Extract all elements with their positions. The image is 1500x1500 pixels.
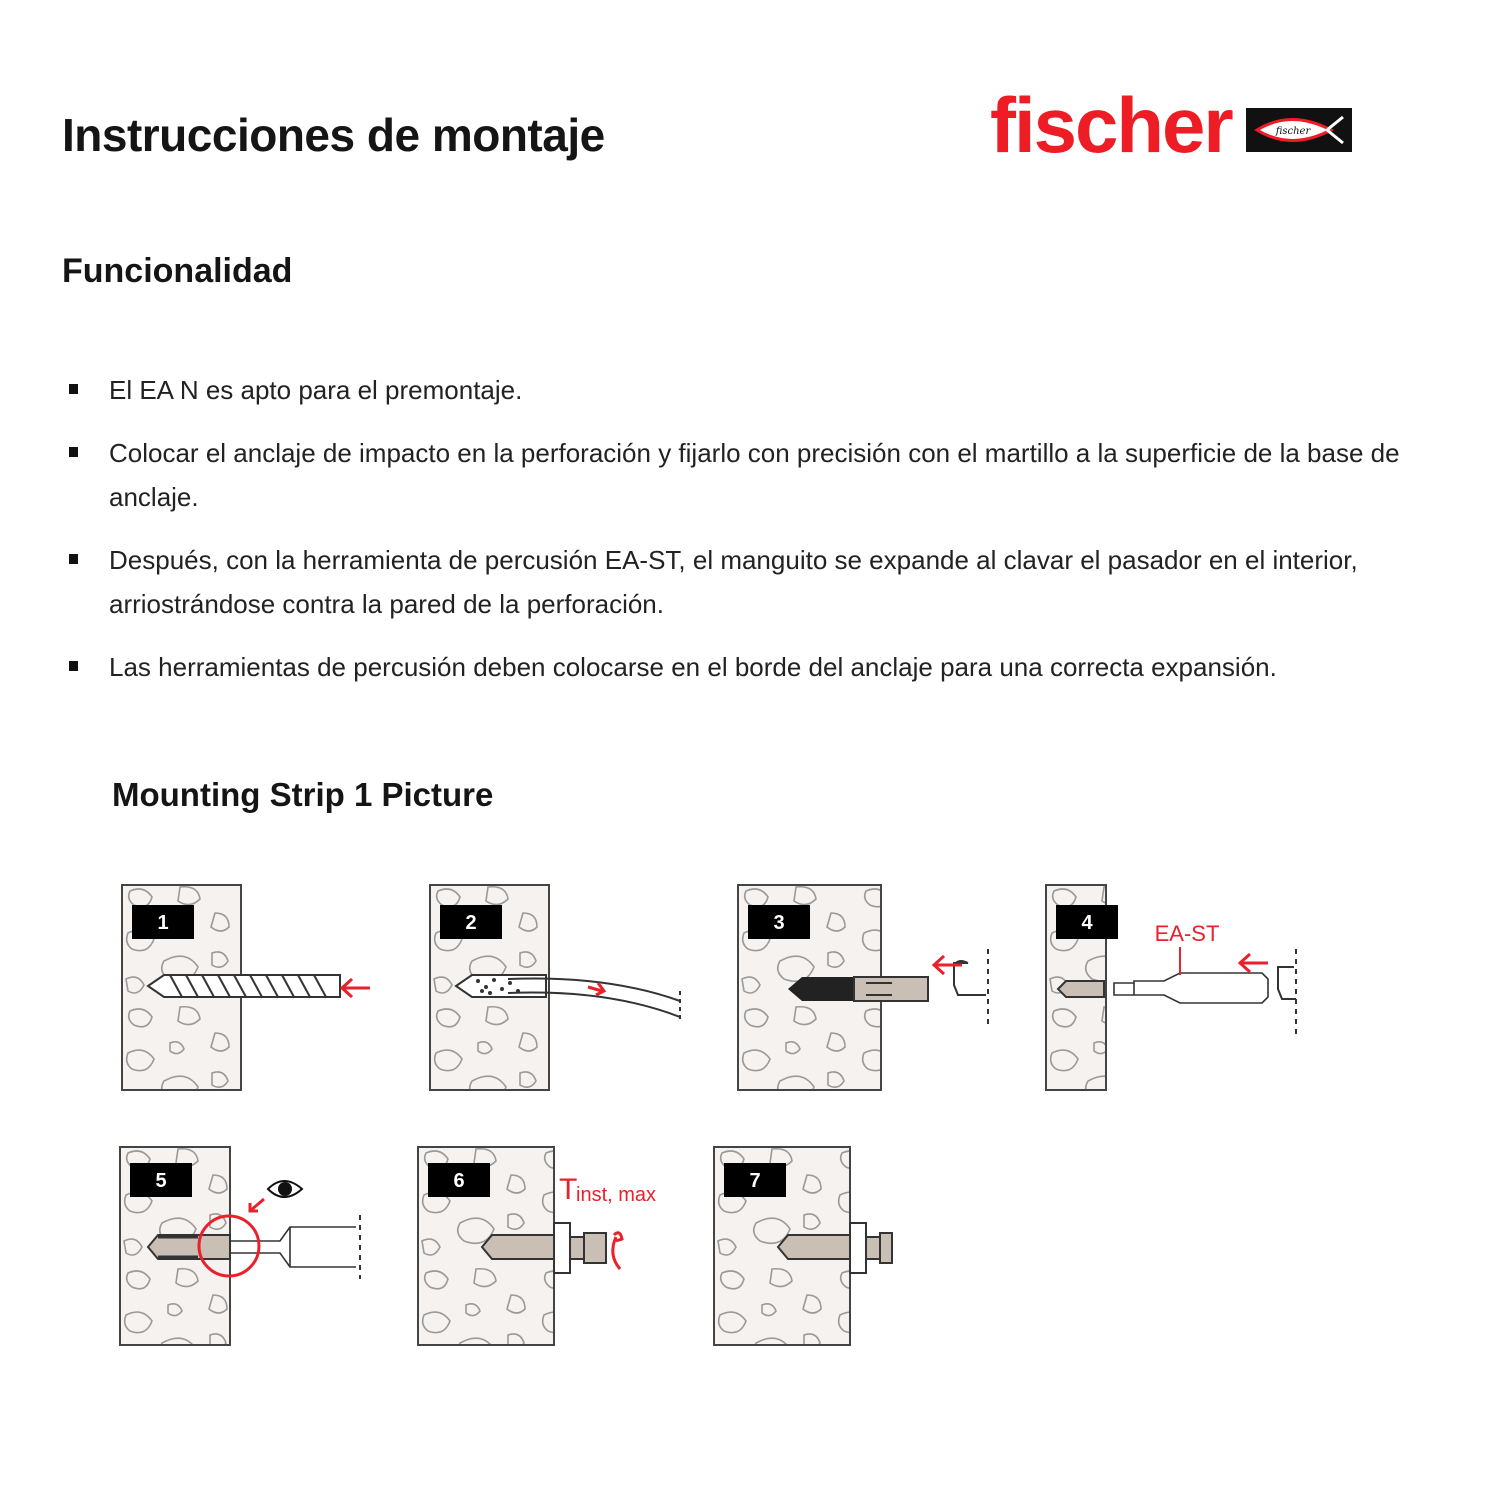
- fischer-logo: fischer fischer: [990, 86, 1352, 164]
- arrow-left-icon: [931, 954, 962, 976]
- svg-text:4: 4: [1081, 912, 1093, 934]
- list-item: Colocar el anclaje de impacto en la perf…: [62, 431, 1422, 519]
- functionality-list: El EA N es apto para el premontaje. Colo…: [62, 368, 1422, 708]
- step-3: 3: [736, 883, 996, 1093]
- step-6: 6 T inst, max: [416, 1145, 676, 1350]
- svg-text:6: 6: [453, 1170, 464, 1192]
- step-7: 7: [712, 1145, 912, 1350]
- square-bullet-icon: [69, 554, 78, 564]
- ea-st-label: EA-ST: [1155, 921, 1220, 946]
- eye-icon: 5: [119, 1146, 361, 1346]
- torque-arrow-icon: 6 T inst, max: [417, 1146, 656, 1346]
- step-2: 2: [428, 883, 688, 1093]
- svg-text:T: T: [559, 1173, 577, 1206]
- blow-out-pump-icon: 2: [429, 884, 681, 1091]
- list-item: Después, con la herramienta de percusión…: [62, 538, 1422, 626]
- svg-text:fischer: fischer: [1275, 126, 1312, 137]
- svg-text:1: 1: [157, 912, 168, 934]
- svg-text:2: 2: [465, 912, 476, 934]
- page-title: Instrucciones de montaje: [62, 109, 605, 161]
- list-item: Las herramientas de percusión deben colo…: [62, 645, 1422, 689]
- svg-text:3: 3: [773, 912, 784, 934]
- step-4: 4 EA-ST: [1044, 883, 1304, 1093]
- hammer-icon: 3: [737, 884, 989, 1091]
- arrow-left-icon: [339, 977, 370, 999]
- list-item: El EA N es apto para el premontaje.: [62, 368, 1422, 412]
- drill-bit-icon: 1: [121, 884, 370, 1091]
- bolt-icon: 7: [713, 1146, 893, 1346]
- mounting-strip-title: Mounting Strip 1 Picture: [112, 776, 494, 813]
- setting-tool-icon: 4 EA-ST: [1045, 884, 1297, 1091]
- section-title-functionality: Funcionalidad: [62, 252, 293, 290]
- square-bullet-icon: [69, 447, 78, 457]
- svg-text:5: 5: [155, 1170, 166, 1192]
- fish-emblem-icon: fischer: [1245, 108, 1352, 152]
- arrow-left-icon: [1237, 952, 1268, 974]
- square-bullet-icon: [69, 384, 78, 394]
- svg-text:7: 7: [749, 1170, 760, 1192]
- square-bullet-icon: [69, 661, 78, 671]
- step-5: 5: [118, 1145, 378, 1350]
- logo-wordmark: fischer: [990, 81, 1234, 169]
- svg-text:inst, max: inst, max: [576, 1184, 656, 1206]
- step-1: 1: [120, 883, 390, 1093]
